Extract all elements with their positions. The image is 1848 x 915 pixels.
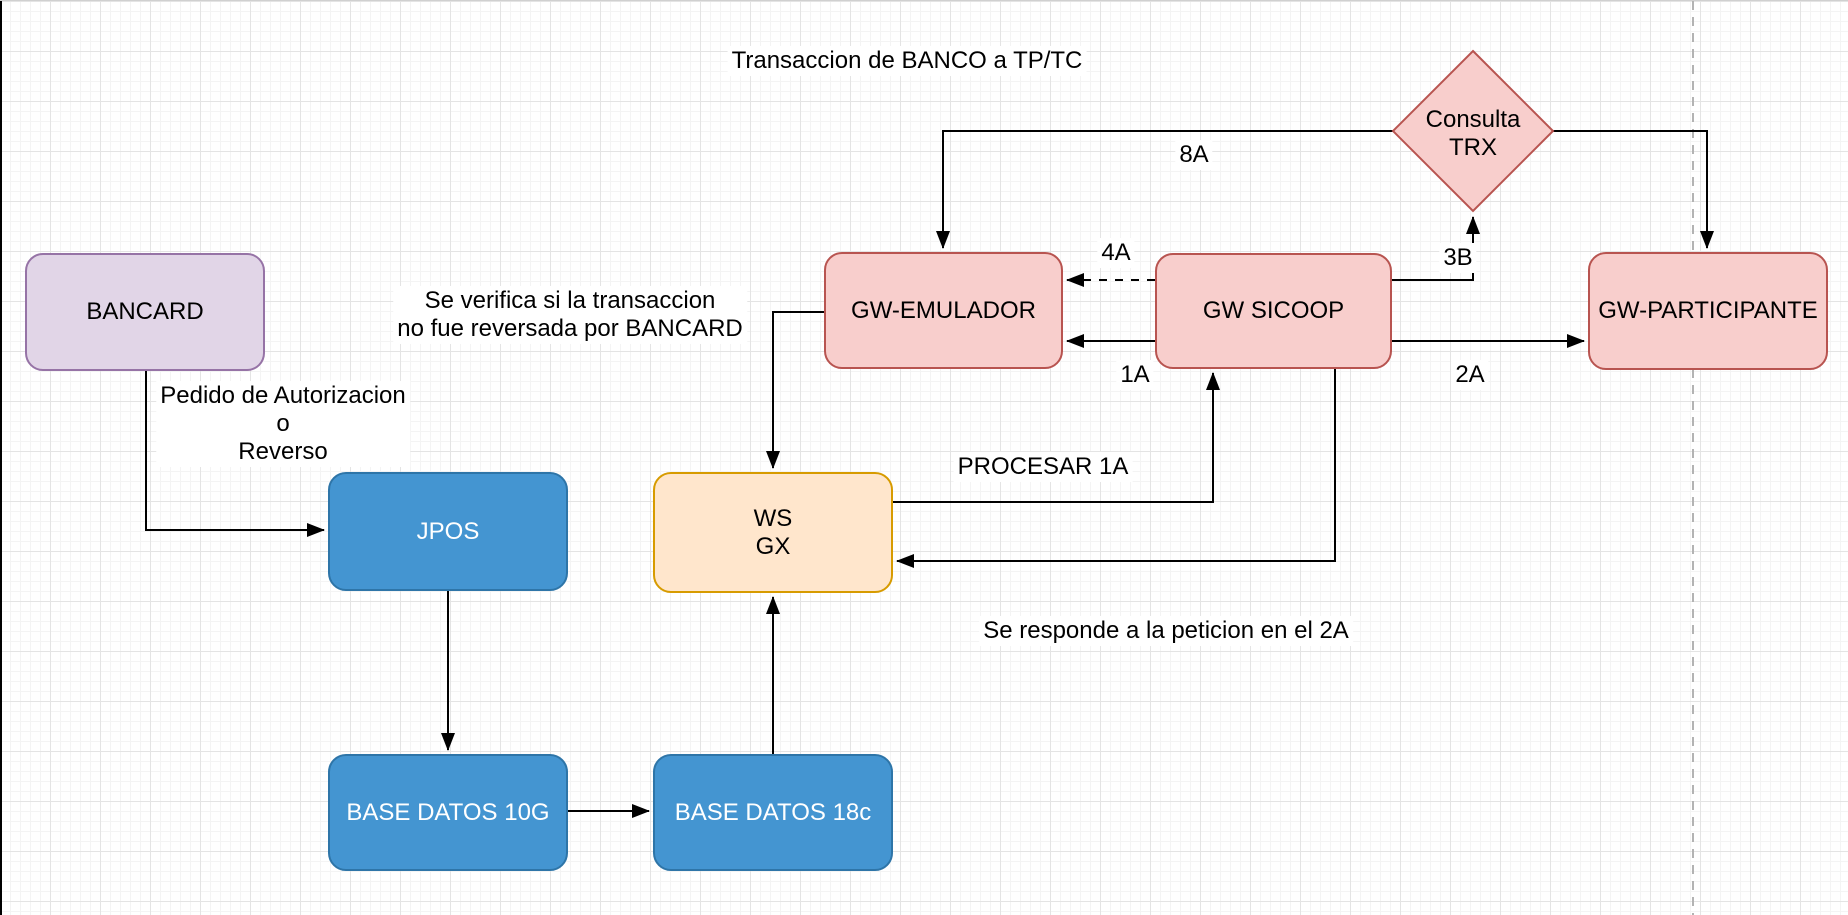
edge-emulador-wsgx[interactable] [766, 311, 824, 469]
annotation-verifica-line1: Se verifica si la transaccion [424, 287, 716, 314]
edge-label-2a[interactable]: 2A [1451, 360, 1489, 390]
edge-consulta-emulador-8a[interactable] [936, 130, 1393, 249]
edge-label-procesar-1a[interactable]: PROCESAR 1A [953, 452, 1133, 482]
node-gw-emulador[interactable]: GW-EMULADOR [824, 252, 1063, 369]
edge-label-1a[interactable]: 1A [1116, 360, 1154, 390]
node-gw-participante[interactable]: GW-PARTICIPANTE [1588, 252, 1828, 370]
node-gw-participante-label: GW-PARTICIPANTE [1598, 297, 1818, 324]
node-base-datos-10g[interactable]: BASE DATOS 10G [328, 754, 568, 871]
edge-consulta-participante[interactable] [1553, 130, 1714, 249]
node-bancard-label: BANCARD [86, 298, 204, 325]
annotation-pedido-line3: Reverso [238, 438, 328, 465]
diagram-title[interactable]: Transaccion de BANCO a TP/TC [727, 46, 1087, 76]
node-gw-sicoop-label: GW SICOOP [1202, 297, 1345, 324]
decision-consulta-trx-label[interactable]: Consulta TRX [1426, 106, 1521, 162]
node-gw-emulador-label: GW-EMULADOR [851, 296, 1036, 324]
edge-label-8a[interactable]: 8A [1175, 140, 1213, 170]
node-bancard[interactable]: BANCARD [25, 253, 265, 371]
edge-sicoop-wsgx-respuesta[interactable] [896, 369, 1336, 568]
edge-label-3b[interactable]: 3B [1439, 243, 1477, 273]
node-ws-gx-line1: WS [753, 504, 793, 532]
canvas-left-border [0, 1, 2, 915]
annotation-pedido-line2: o [276, 410, 290, 437]
node-gw-sicoop[interactable]: GW SICOOP [1155, 253, 1392, 369]
node-jpos-label: JPOS [416, 517, 480, 545]
consulta-trx-line2: TRX [1448, 134, 1497, 161]
edge-bancard-jpos[interactable] [145, 371, 325, 537]
node-base-datos-10g-label: BASE DATOS 10G [346, 798, 550, 826]
edge-wsgx-sicoop-procesar[interactable] [893, 372, 1220, 503]
edge-label-4a[interactable]: 4A [1097, 238, 1135, 268]
node-ws-gx-line2: GX [755, 532, 791, 560]
annotation-pedido-line1: Pedido de Autorizacion [160, 382, 406, 409]
consulta-trx-line1: Consulta [1425, 106, 1521, 133]
edge-sicoop-consulta-3b[interactable] [1392, 216, 1480, 281]
node-jpos[interactable]: JPOS [328, 472, 568, 591]
annotation-se-responde[interactable]: Se responde a la peticion en el 2A [979, 616, 1353, 646]
node-base-datos-18c[interactable]: BASE DATOS 18c [653, 754, 893, 871]
annotation-pedido-autorizacion[interactable]: Pedido de Autorizacion o Reverso [156, 381, 410, 467]
annotation-verifica-line2: no fue reversada por BANCARD [397, 315, 743, 342]
decision-consulta-trx-shape[interactable] [1391, 49, 1555, 213]
node-base-datos-18c-label: BASE DATOS 18c [674, 798, 872, 826]
node-ws-gx[interactable]: WS GX [653, 472, 893, 593]
annotation-se-verifica[interactable]: Se verifica si la transaccion no fue rev… [393, 286, 747, 344]
